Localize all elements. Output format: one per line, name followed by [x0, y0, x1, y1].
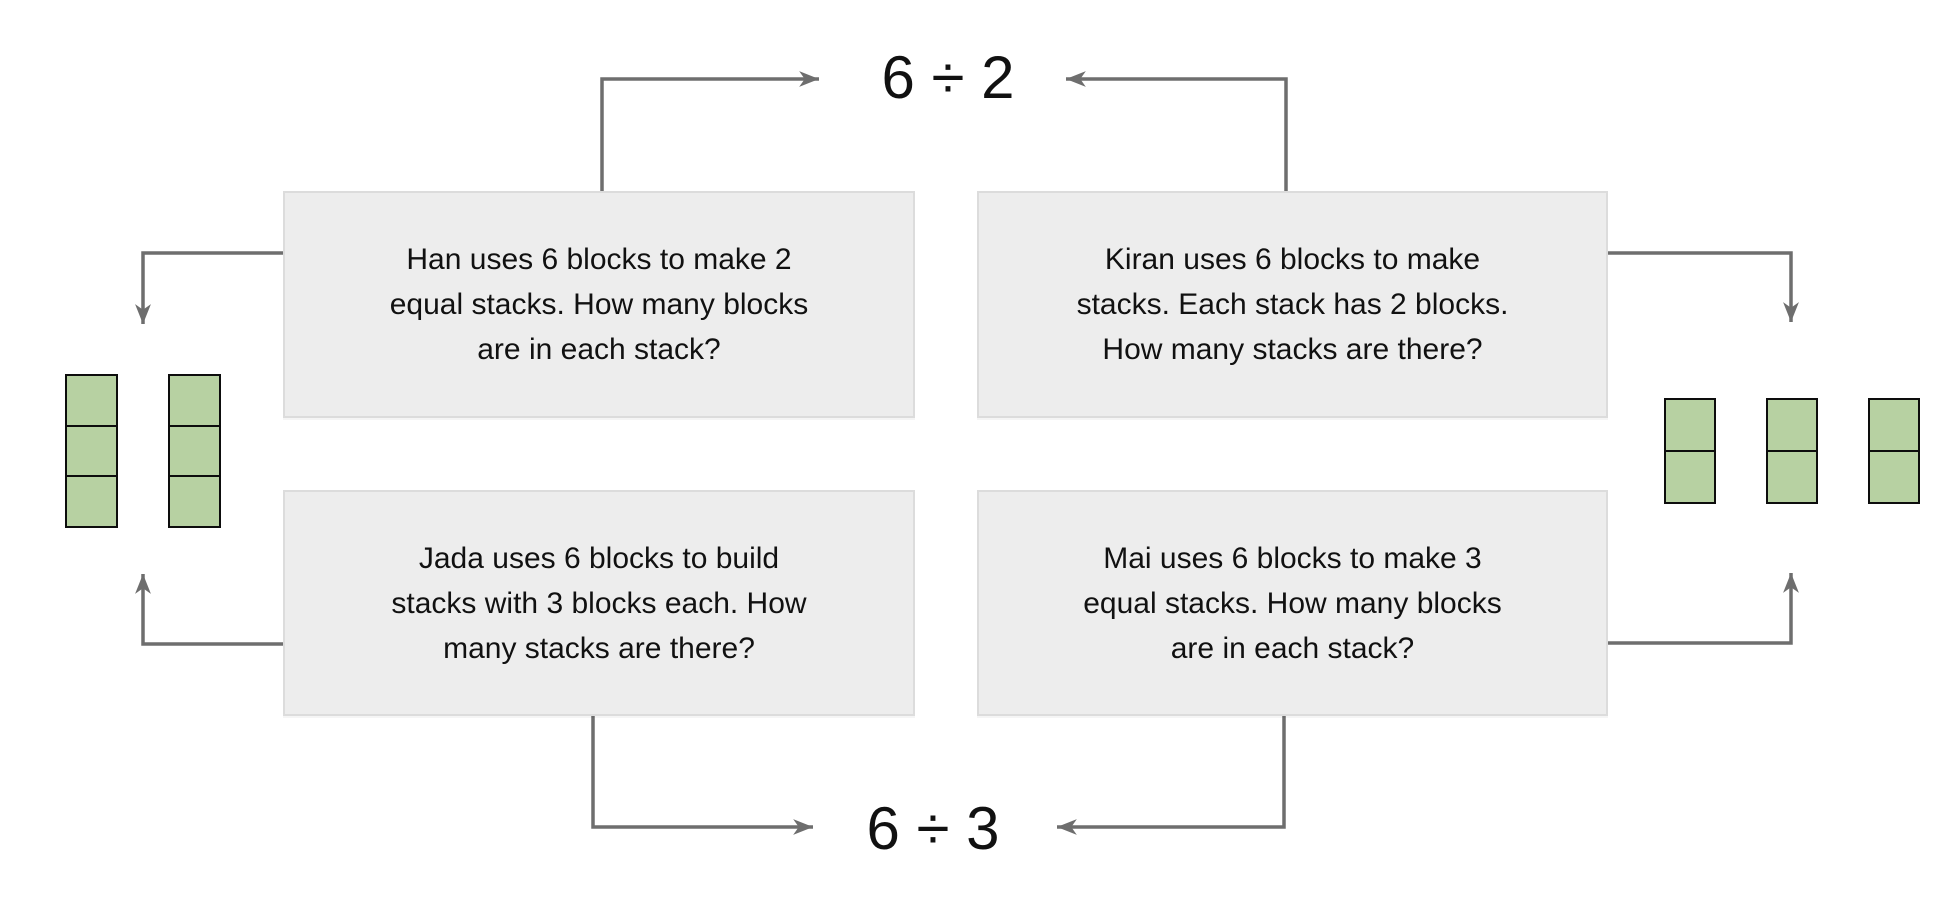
block	[1766, 398, 1818, 452]
kiran-card: Kiran uses 6 blocks to make stacks. Each…	[977, 191, 1608, 418]
arrow-jada-to-left-blocks	[135, 574, 283, 646]
block-stack	[65, 374, 118, 528]
block-stack	[168, 374, 221, 528]
block	[168, 424, 221, 478]
bottom-expression: 6 ÷ 3	[866, 795, 1000, 862]
block	[1664, 449, 1716, 504]
arrow-mai-to-right-blocks	[1608, 573, 1799, 645]
block	[65, 475, 118, 528]
block	[65, 424, 118, 478]
right-blocks	[1664, 398, 1920, 504]
left-blocks	[65, 374, 221, 528]
block-stack	[1868, 398, 1920, 504]
block	[1766, 449, 1818, 504]
arrow-han-to-left-blocks	[135, 251, 283, 324]
block	[1664, 398, 1716, 452]
han-card: Han uses 6 blocks to make 2 equal stacks…	[283, 191, 915, 418]
arrow-kiran-to-right-blocks	[1608, 251, 1799, 322]
block-stack	[1664, 398, 1716, 504]
block-stack	[1766, 398, 1818, 504]
arrow-mai-to-bottom-expression	[1057, 714, 1286, 835]
arrow-kiran-to-top-expression	[1066, 71, 1288, 191]
arrow-jada-to-bottom-expression	[591, 714, 813, 835]
jada-card: Jada uses 6 blocks to build stacks with …	[283, 490, 915, 716]
block	[168, 374, 221, 427]
arrow-han-to-top-expression	[600, 71, 819, 191]
block	[65, 374, 118, 427]
block	[1868, 398, 1920, 452]
mai-card: Mai uses 6 blocks to make 3 equal stacks…	[977, 490, 1608, 716]
block	[1868, 449, 1920, 504]
block	[168, 475, 221, 528]
top-expression: 6 ÷ 2	[881, 44, 1015, 111]
